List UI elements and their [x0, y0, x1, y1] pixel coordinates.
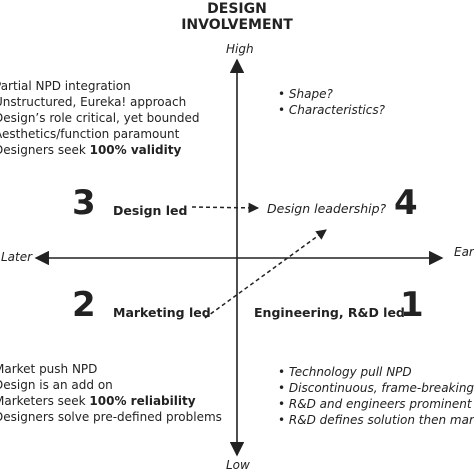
axis-label-high: High [226, 42, 254, 56]
list-item: Unstructured, Eureka! approach [0, 95, 187, 109]
list-item: • Technology pull NPD [278, 365, 412, 379]
bottom-left-list: Market push NPD Design is an add on Mark… [0, 361, 222, 425]
axis-label-earlier: Ear [454, 245, 474, 259]
list-item: Aesthetics/function paramount [0, 127, 180, 141]
list-item: • Characteristics? [278, 103, 385, 117]
title-line-2: INVOLVEMENT [181, 17, 293, 33]
list-item: Designers seek 100% validity [0, 142, 199, 158]
axis-label-low: Low [226, 458, 250, 472]
quadrant-2-label: Marketing led [113, 305, 211, 320]
list-item-bold: 100% reliability [89, 394, 196, 408]
arrow-design-led-to-leadership [191, 202, 260, 214]
quadrant-2-number: 2 [72, 285, 96, 325]
axis-label-later: Later [1, 250, 33, 264]
list-item: Design’s role critical, yet bounded [0, 111, 200, 125]
list-item: Market push NPD [0, 362, 98, 376]
top-left-list: Partial NPD integration Unstructured, Eu… [0, 78, 199, 158]
list-item: • R&D and engineers prominent in [278, 397, 474, 411]
list-item: Partial NPD integration [0, 79, 131, 93]
quadrant-1-number: 1 [400, 285, 424, 325]
list-item-text: Marketers seek [0, 394, 90, 408]
quadrant-3-number: 3 [72, 183, 96, 223]
quadrant-4-label: Design leadership? [267, 201, 387, 216]
list-item: • Shape? [278, 87, 333, 101]
list-item: Designers solve pre-defined problems [0, 410, 222, 424]
quadrant-4-number: 4 [394, 183, 418, 223]
list-item-text: Designers seek [0, 143, 90, 157]
bottom-right-list: • Technology pull NPD • Discontinuous, f… [278, 364, 474, 428]
arrow-marketing-to-leadership [204, 229, 327, 319]
quadrant-3-label: Design led [113, 203, 188, 218]
title-line-1: DESIGN [207, 1, 267, 17]
quadrant-1-label: Engineering, R&D led [254, 305, 405, 320]
list-item-bold: 100% validity [89, 143, 182, 157]
list-item: • R&D defines solution then marke [278, 413, 474, 427]
list-item: • Discontinuous, frame-breaking in [278, 381, 474, 395]
list-item: Marketers seek 100% reliability [0, 393, 222, 409]
list-item: Design is an add on [0, 378, 113, 392]
top-right-list: • Shape? • Characteristics? [278, 86, 385, 118]
